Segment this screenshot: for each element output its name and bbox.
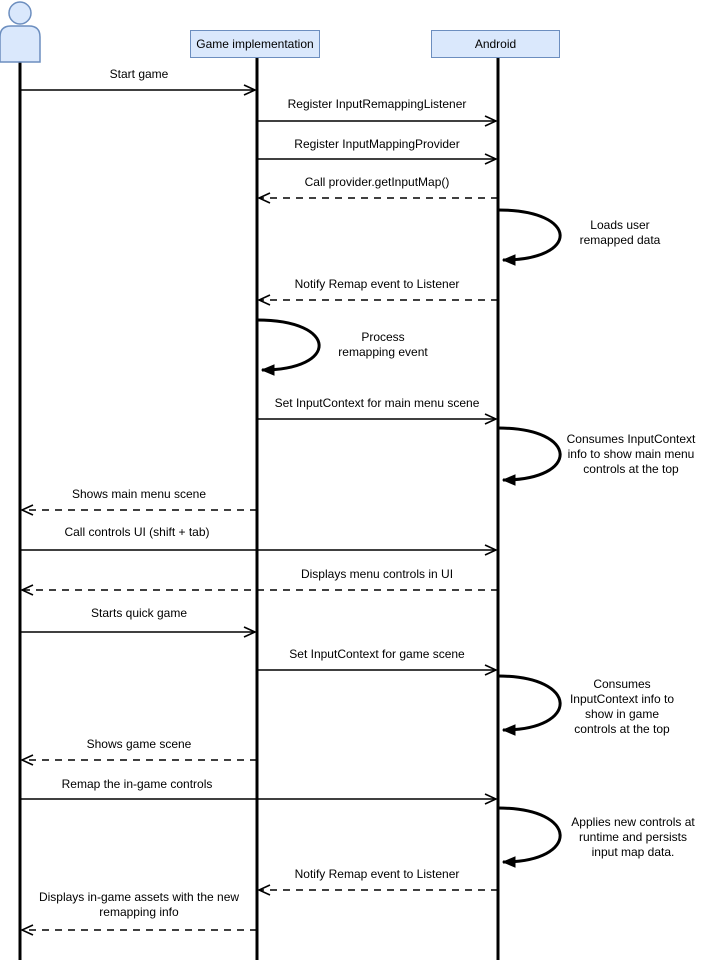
self-loop-arrow: [497, 208, 562, 260]
self-loop-arrow: [497, 674, 562, 730]
user-person-icon: [0, 1, 41, 63]
self-loop-arrow: [497, 806, 562, 862]
self-loop-arrow: [256, 318, 321, 370]
self-loop-arrow: [497, 426, 562, 480]
